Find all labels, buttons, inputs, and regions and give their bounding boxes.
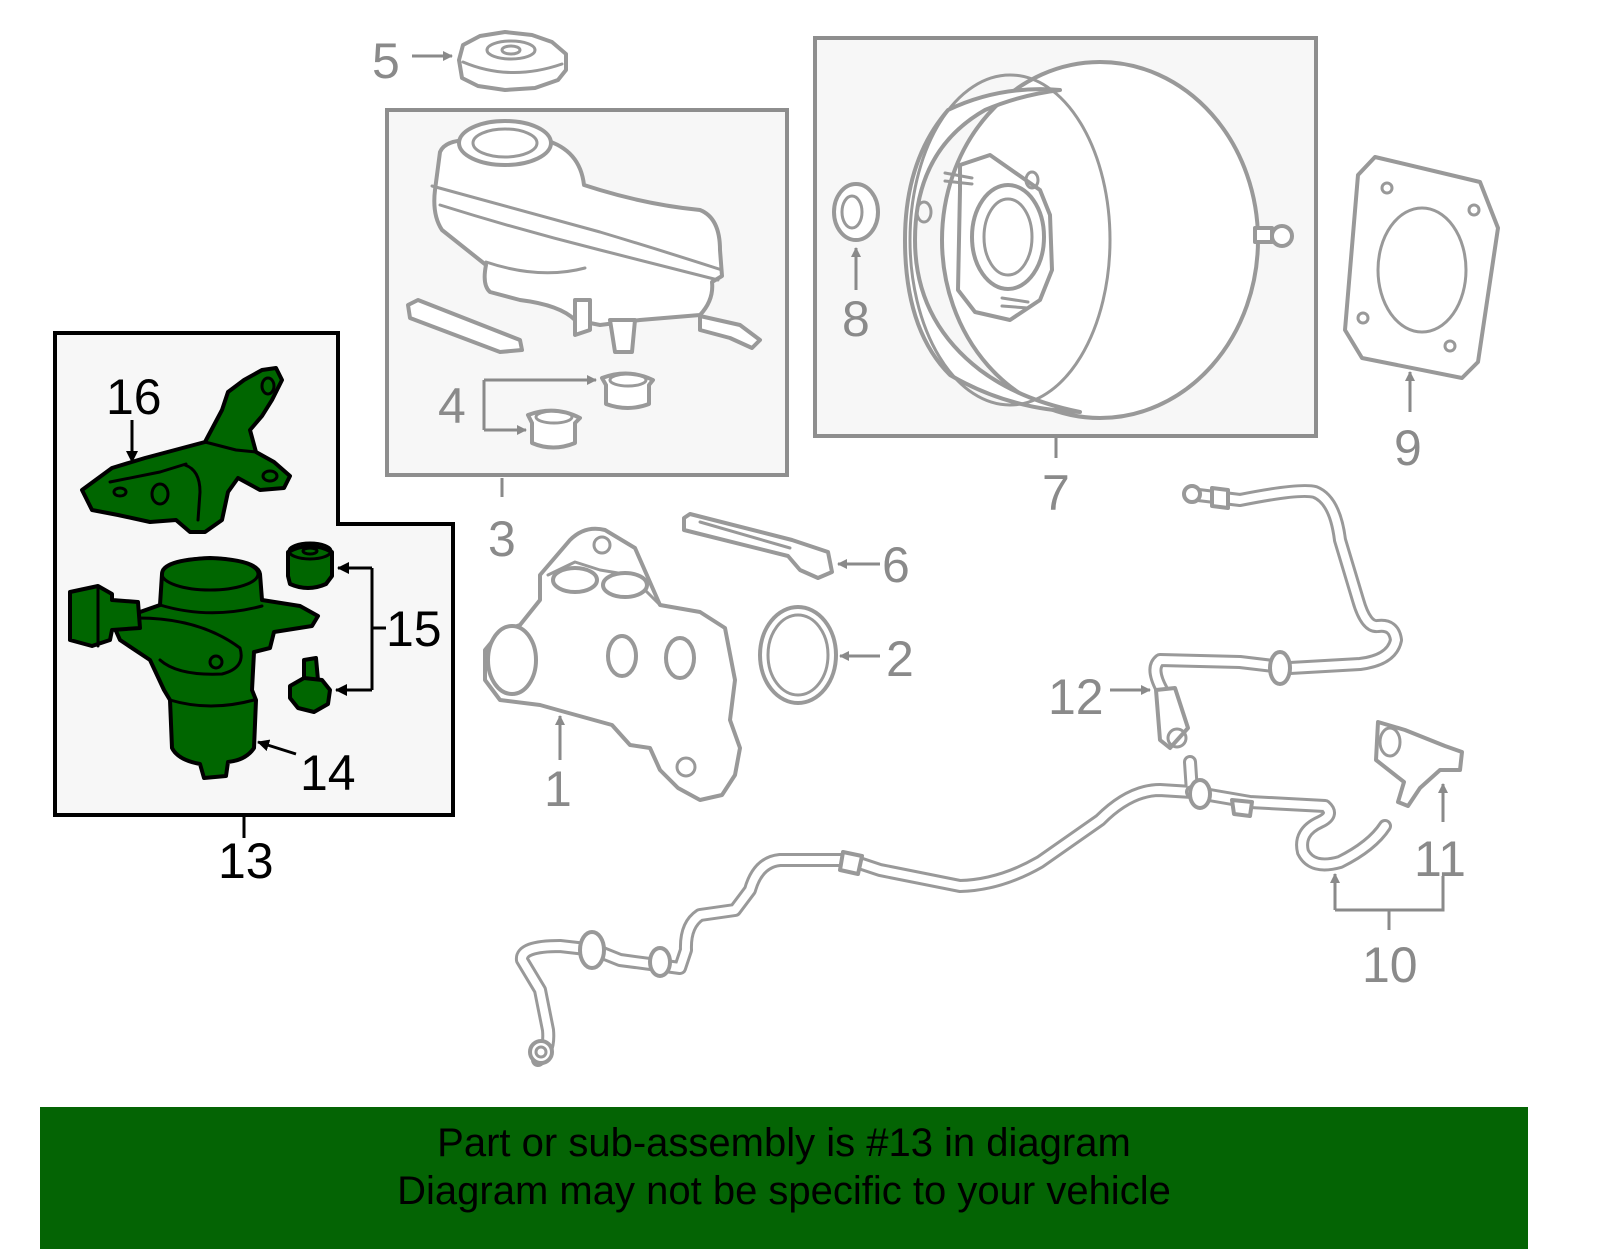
callout-2: 2 xyxy=(886,631,914,687)
booster-grommet-part[interactable] xyxy=(832,182,880,242)
callout-3: 3 xyxy=(488,511,516,567)
callout-5: 5 xyxy=(372,33,400,89)
pump-grommet-part[interactable] xyxy=(286,541,334,590)
leader-10-right xyxy=(1335,876,1445,912)
callout-4: 4 xyxy=(438,378,466,434)
pump-bracket-part[interactable] xyxy=(80,366,292,534)
leader-14 xyxy=(257,739,297,756)
vacuum-hose-upper-part[interactable] xyxy=(1148,484,1403,750)
reservoir-grommet-part-lower[interactable] xyxy=(526,408,582,450)
pump-bolt-part[interactable] xyxy=(288,656,332,714)
callout-14: 14 xyxy=(300,745,356,801)
callout-6: 6 xyxy=(882,537,910,593)
reservoir-grommet-part-upper[interactable] xyxy=(600,371,655,410)
check-valve-part[interactable] xyxy=(1374,720,1464,808)
master-cylinder-seal-part[interactable] xyxy=(758,605,838,705)
level-sensor-part[interactable] xyxy=(682,512,834,580)
booster-gasket-part[interactable] xyxy=(1343,155,1500,380)
banner-line-part-number: Part or sub-assembly is #13 in diagram xyxy=(437,1121,1131,1165)
callout-10: 10 xyxy=(1362,937,1418,993)
callout-16: 16 xyxy=(106,369,162,425)
callout-11: 11 xyxy=(1414,831,1466,887)
brake-fluid-reservoir-part[interactable] xyxy=(406,119,762,354)
callout-7: 7 xyxy=(1042,465,1070,521)
callout-8: 8 xyxy=(842,291,870,347)
callout-15: 15 xyxy=(386,601,442,657)
disclaimer-banner: Part or sub-assembly is #13 in diagram D… xyxy=(40,1107,1528,1249)
callout-13: 13 xyxy=(218,833,274,889)
brake-booster-part[interactable] xyxy=(903,60,1294,420)
callout-12: 12 xyxy=(1048,669,1104,725)
callout-9: 9 xyxy=(1394,420,1422,476)
reservoir-cap-part[interactable] xyxy=(457,30,568,92)
vacuum-pump-connector-part[interactable] xyxy=(68,584,142,648)
banner-line-disclaimer: Diagram may not be specific to your vehi… xyxy=(397,1169,1171,1213)
master-cylinder-part[interactable] xyxy=(483,526,742,802)
vacuum-hose-lower-part[interactable] xyxy=(515,755,1392,1067)
callout-1: 1 xyxy=(544,761,572,817)
vacuum-pump-part[interactable] xyxy=(110,556,320,780)
